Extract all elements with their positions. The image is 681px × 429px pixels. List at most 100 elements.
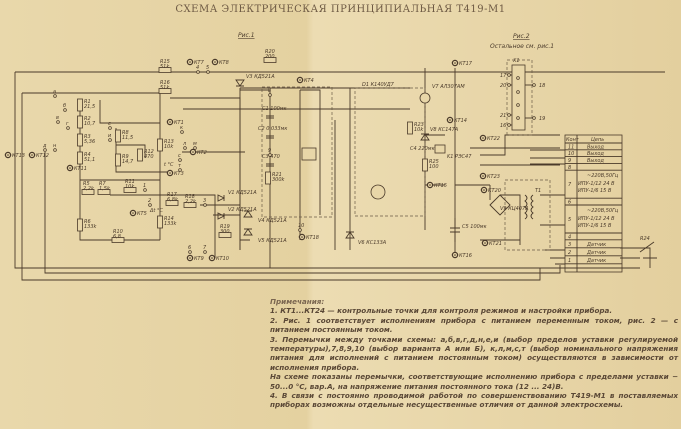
resistor-r13 bbox=[157, 138, 163, 152]
diode-v3-icon bbox=[235, 79, 245, 87]
sensor-r24-icon bbox=[639, 241, 657, 259]
resistor-value: 10k bbox=[164, 144, 174, 150]
fig2-pin-label: 20 bbox=[500, 83, 506, 89]
note-line: 1. КТ1...КТ24 — контрольные точки для ко… bbox=[270, 306, 613, 316]
diode-v5-icon bbox=[243, 228, 253, 236]
test-point-label: КТ5 bbox=[137, 211, 147, 217]
component-label-v4: V4 КД521А bbox=[258, 218, 287, 224]
test-point-label: КТ16 bbox=[459, 253, 472, 259]
jumper-label: е bbox=[108, 121, 111, 127]
resistor-r20 bbox=[263, 57, 277, 63]
component-label-d1: D1 К140УД7 bbox=[362, 82, 395, 88]
zener-v8-icon bbox=[420, 133, 430, 141]
jumper-point bbox=[196, 70, 200, 74]
table-pin: 8 bbox=[568, 165, 571, 171]
jumper-label: 6 bbox=[188, 245, 191, 251]
resistor-value: 200 bbox=[265, 54, 275, 60]
component-label-c3: C3 470 bbox=[262, 154, 280, 160]
resistor-r1 bbox=[77, 98, 83, 112]
jumper-label: к bbox=[180, 125, 183, 131]
component-label-v3: V3 КД521А bbox=[246, 74, 275, 80]
resistor-label: R23 bbox=[414, 122, 424, 128]
component-labels: R1551kR1651kR121,5R210,7R35,36R451,1R52,… bbox=[83, 49, 650, 246]
table-circuit: Выход bbox=[587, 151, 604, 157]
resistor-r14 bbox=[157, 215, 163, 229]
resistor-value: 100 bbox=[429, 164, 439, 170]
table-circuit: Выход bbox=[587, 144, 604, 150]
component-label-v2: V2 КД521А bbox=[228, 207, 257, 213]
resistor-value: 2,2k bbox=[83, 186, 95, 192]
component-label-tc: t °C bbox=[164, 162, 174, 168]
test-point-label: КТ20 bbox=[488, 188, 501, 194]
test-point: КТ16 bbox=[451, 251, 472, 259]
fig2-label: Рис.2 bbox=[513, 33, 530, 40]
resistor-r25 bbox=[422, 158, 428, 172]
table-pin: 9 bbox=[568, 158, 571, 164]
jumper-label: 5 bbox=[206, 65, 209, 71]
resistor-value: 300k bbox=[272, 177, 286, 183]
table-circuit: Датчик bbox=[586, 242, 606, 248]
jumper-point bbox=[108, 138, 112, 142]
resistor-value: 51k bbox=[160, 85, 170, 91]
jumper-label: 7 bbox=[203, 245, 207, 251]
resistor-label: R9 bbox=[122, 154, 129, 160]
jumper-label: 9 bbox=[268, 148, 271, 154]
resistor-r17 bbox=[165, 200, 179, 206]
jumper-label: б bbox=[63, 103, 66, 109]
resistor-label: R25 bbox=[429, 159, 439, 165]
table-pin: 2 bbox=[568, 250, 571, 256]
jumper-label: 1 bbox=[143, 183, 146, 189]
resistor-value: 11,5 bbox=[122, 135, 133, 141]
resistor-r8 bbox=[115, 129, 121, 143]
notes-heading: Примечания: bbox=[270, 297, 325, 306]
test-point: КТ2 bbox=[189, 148, 207, 156]
test-point: КТ13 bbox=[4, 151, 25, 159]
jumper-point bbox=[268, 93, 272, 97]
table-circuit-detail: ИПУ-1/12 24 В bbox=[578, 181, 615, 187]
resistor-label: R3 bbox=[84, 134, 91, 140]
note-line: 3. Перемычки между точками схемы: а,б,в,… bbox=[270, 334, 678, 372]
jumper-point bbox=[63, 108, 67, 112]
table-row: 11 Выход bbox=[568, 144, 604, 150]
table-circuit: ~220В,50Гц bbox=[587, 173, 619, 179]
capacitor-c5-icon bbox=[450, 218, 460, 242]
diodes bbox=[217, 79, 657, 259]
jumper-label: 8 bbox=[268, 88, 271, 94]
table-header-pin: Конт bbox=[566, 137, 580, 143]
jumper-point bbox=[298, 228, 302, 232]
resistor-label: R7 bbox=[99, 181, 106, 187]
table-pin: 6 bbox=[568, 200, 571, 206]
resistor-value: 51,1 bbox=[84, 157, 95, 163]
resistor-r3 bbox=[77, 133, 83, 147]
transistor-icon bbox=[370, 184, 386, 200]
component-label-delta: Δt °C bbox=[149, 208, 163, 214]
component-label-r24: R24 bbox=[640, 236, 650, 242]
table-pin: 7 bbox=[568, 182, 572, 188]
resistor-label: R1 bbox=[84, 99, 91, 105]
jumper-label: л bbox=[182, 141, 187, 147]
test-point-label: КТ14 bbox=[454, 118, 467, 124]
jumper-point bbox=[56, 120, 60, 124]
jumper-label: 10 bbox=[298, 223, 304, 229]
resistor-label: R12 bbox=[144, 149, 154, 155]
jumper-label: 4 bbox=[196, 65, 199, 71]
test-point-label: КТ22 bbox=[487, 136, 500, 142]
resistor-r6 bbox=[77, 218, 83, 232]
test-point-label: КТ12 bbox=[36, 153, 49, 159]
test-point: КТ5 bbox=[129, 209, 147, 217]
test-point-label: КТ7 bbox=[194, 60, 205, 66]
test-point: КТ14 bbox=[446, 116, 467, 124]
jumper-label: а bbox=[53, 89, 56, 95]
table-pin: 11 bbox=[568, 144, 574, 150]
test-point-label: КТ9 bbox=[194, 256, 204, 262]
resistor-value: 470 bbox=[144, 154, 154, 160]
resistor-r19 bbox=[218, 232, 232, 238]
jumper-label: т bbox=[178, 163, 182, 169]
jumper-label: д bbox=[42, 143, 47, 149]
